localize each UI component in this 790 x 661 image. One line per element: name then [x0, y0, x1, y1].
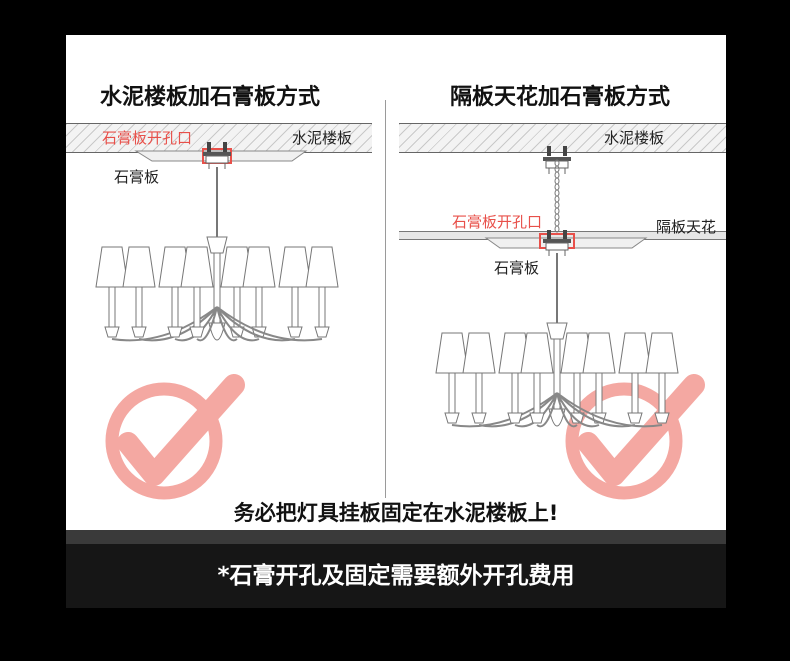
chain-link	[554, 219, 560, 227]
lamp-shade	[645, 332, 679, 374]
bobeche	[104, 326, 120, 338]
lamp-shade	[122, 246, 156, 288]
chain-link	[554, 183, 560, 191]
arm	[216, 306, 238, 342]
arm	[556, 392, 636, 428]
dark-strip	[66, 530, 726, 544]
candle	[255, 286, 263, 330]
left-board-label: 石膏板	[114, 168, 160, 186]
right-bracket-bolt-b	[563, 230, 567, 240]
candle	[595, 372, 603, 416]
right-top-hook-plate	[543, 157, 571, 161]
installation-drawing	[95, 142, 705, 500]
bobeche	[444, 412, 460, 424]
arm	[556, 392, 663, 428]
right-bracket-plate	[543, 239, 571, 243]
right-bracket-bolt-a	[547, 230, 551, 240]
chain-link	[554, 171, 560, 179]
chain-link	[554, 213, 560, 221]
bobeche	[189, 326, 205, 338]
bobeche	[287, 326, 303, 338]
left-slab-label: 水泥楼板	[292, 129, 353, 147]
left-hole-label: 石膏板开孔口	[102, 129, 193, 147]
arm	[556, 392, 578, 428]
candle	[108, 286, 116, 330]
lamp-shade	[180, 246, 214, 288]
bobeche	[471, 412, 487, 424]
left-bracket-canopy	[205, 155, 229, 164]
chain-link	[554, 177, 560, 185]
candle	[318, 286, 326, 330]
left-title: 水泥楼板加石膏板方式	[100, 85, 321, 110]
lamp-shade	[520, 332, 554, 374]
right-check-mark-icon-ring	[565, 382, 683, 500]
arm	[451, 392, 558, 428]
bobeche	[167, 326, 183, 338]
arm	[216, 306, 260, 342]
right-partition-label: 隔板天花	[656, 218, 717, 236]
candle	[135, 286, 143, 330]
left-check-mark-icon	[117, 374, 245, 486]
right-hole-label: 石膏板开孔口	[452, 213, 543, 231]
candle	[193, 286, 201, 330]
bobeche	[529, 412, 545, 424]
right-top-hook-canopy	[545, 160, 569, 169]
right-concrete-slab	[399, 123, 726, 153]
left-bracket-bolt-b	[223, 142, 227, 152]
candle	[475, 372, 483, 416]
arm	[536, 392, 558, 428]
lamp-shade	[618, 332, 652, 374]
diagram-panel: 水泥楼板加石膏板方式 隔板天花加石膏板方式 水泥楼板 石膏板开孔口 石膏板 水泥…	[66, 35, 726, 608]
lamp-shade	[582, 332, 616, 374]
left-check-mark-icon-ring	[105, 382, 223, 500]
lamp-shade	[242, 246, 276, 288]
chain-link	[554, 207, 560, 215]
chain-link	[554, 201, 560, 209]
candle	[171, 286, 179, 330]
lamp-shade	[95, 246, 129, 288]
arm	[556, 392, 600, 428]
lamp-shade	[278, 246, 312, 288]
bobeche	[314, 326, 330, 338]
right-title: 隔板天花加石膏板方式	[450, 85, 671, 110]
arm	[216, 306, 296, 342]
candle	[448, 372, 456, 416]
arm	[111, 306, 218, 342]
bobeche	[507, 412, 523, 424]
right-chandelier-icon	[435, 253, 679, 428]
center-divider	[385, 100, 386, 498]
fixing-note: 务必把灯具挂板固定在水泥楼板上!	[233, 501, 559, 525]
right-slab-label: 水泥楼板	[604, 129, 665, 147]
cup	[546, 322, 568, 340]
arm	[216, 306, 323, 342]
lamp-shade	[462, 332, 496, 374]
bobeche	[131, 326, 147, 338]
left-bracket-plate	[203, 152, 231, 156]
cup	[206, 236, 228, 254]
fee-banner: *石膏开孔及固定需要额外开孔费用	[66, 544, 726, 608]
bobeche	[654, 412, 670, 424]
right-bracket-canopy	[545, 242, 569, 251]
chain-link	[554, 195, 560, 203]
left-chandelier-icon	[95, 167, 339, 342]
right-top-hook-bolt-a	[547, 146, 551, 156]
lamp-shade	[435, 332, 469, 374]
candle	[291, 286, 299, 330]
right-board-label: 石膏板	[494, 259, 540, 277]
arm	[196, 306, 218, 342]
candle	[533, 372, 541, 416]
right-top-hook-bolt-b	[563, 146, 567, 156]
candle	[631, 372, 639, 416]
chain-link	[554, 225, 560, 233]
bobeche	[627, 412, 643, 424]
candle	[511, 372, 519, 416]
candle	[658, 372, 666, 416]
lamp-shade	[305, 246, 339, 288]
left-bracket-bolt-a	[207, 142, 211, 152]
chain-link	[554, 189, 560, 197]
